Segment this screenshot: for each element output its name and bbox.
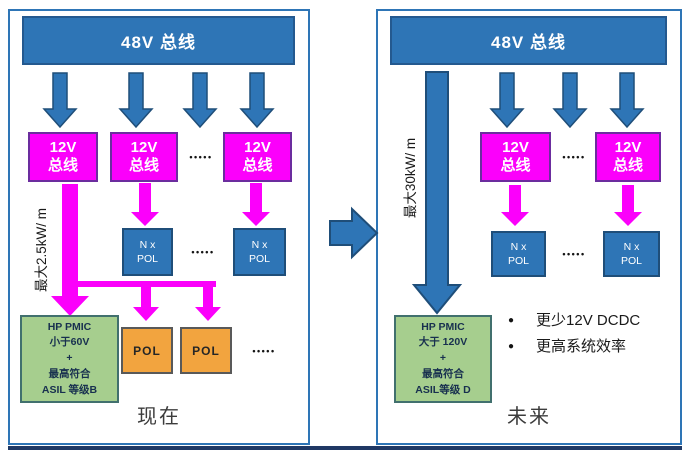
pmic-line: + <box>66 352 73 365</box>
pmic-line: 最高符合 <box>422 367 464 380</box>
ellipsis-dots: ••••• <box>562 249 586 259</box>
pmic-line: ASIL 等级B <box>41 383 98 396</box>
12v-label: 12V <box>614 139 642 156</box>
bus-label: 总线 <box>612 157 643 174</box>
left-48v-bus-label: 48V 总线 <box>121 33 196 52</box>
nxpol-line2: POL <box>507 255 529 267</box>
left-max-power-label: 最大2.5kW/ m <box>34 208 49 293</box>
pmic-line: ASIL等级 D <box>415 383 471 396</box>
pmic-line: HP PMIC <box>421 320 465 333</box>
pmic-line: HP PMIC <box>47 320 92 333</box>
pmic-line: 小于60V <box>49 336 90 349</box>
nxpol-line2: POL <box>136 253 158 265</box>
right-nxpol-box-2: N x POL <box>603 231 660 277</box>
magenta-branch-arrow-icon <box>133 281 159 321</box>
down-arrow-icon <box>42 72 78 129</box>
magenta-down-arrow-icon <box>131 183 159 226</box>
left-pol-box-1: POL <box>121 327 173 374</box>
pol-label: POL <box>192 343 220 358</box>
right-nxpol-box-1: N x POL <box>491 231 546 277</box>
down-arrow-icon <box>489 72 525 129</box>
left-12v-bus-box-2: 12V 总线 <box>110 132 178 182</box>
right-48v-bus-label: 48V 总线 <box>491 33 566 52</box>
benefit-item: ● 更少12V DCDC <box>508 312 683 330</box>
left-pol-box-2: POL <box>180 327 232 374</box>
down-arrow-icon <box>552 72 588 129</box>
blue-long-down-arrow-icon <box>411 71 463 315</box>
nxpol-line1: N x <box>251 238 268 251</box>
12v-label: 12V <box>502 139 529 156</box>
ellipsis-dots: ••••• <box>562 152 586 162</box>
left-nxpol-box-1: N x POL <box>122 228 173 276</box>
down-arrow-icon <box>118 72 154 129</box>
benefit-text: 更高系统效率 <box>536 338 627 355</box>
benefits-list: ● 更少12V DCDC ● 更高系统效率 <box>508 312 683 364</box>
nxpol-line1: N x <box>139 238 156 251</box>
nxpol-line2: POL <box>248 253 270 265</box>
down-arrow-icon <box>182 72 218 129</box>
left-12v-bus-box-3: 12V 总线 <box>223 132 292 182</box>
bottom-edge-strip <box>8 446 682 450</box>
magenta-thick-arrow-icon <box>51 184 89 316</box>
ellipsis-dots: ••••• <box>189 152 213 162</box>
down-arrow-icon <box>239 72 275 129</box>
pmic-line: + <box>439 352 447 365</box>
pmic-line: 大于 120V <box>418 336 468 349</box>
12v-label: 12V <box>130 139 158 156</box>
bullet-icon: ● <box>508 315 515 326</box>
right-hp-pmic-box: HP PMIC 大于 120V + 最高符合 ASIL等级 D <box>394 315 492 403</box>
bus-label: 总线 <box>500 157 531 174</box>
ellipsis-dots: ••••• <box>252 346 276 356</box>
right-48v-bus-box: 48V 总线 <box>390 16 667 65</box>
magenta-down-arrow-icon <box>242 183 270 226</box>
pol-label: POL <box>133 343 161 358</box>
right-12v-bus-box-1: 12V 总线 <box>480 132 551 182</box>
left-caption: 现在 <box>137 406 181 428</box>
12v-label: 12V <box>244 139 271 156</box>
magenta-branch-arrow-icon <box>195 281 221 321</box>
bullet-icon: ● <box>508 341 515 352</box>
bus-label: 总线 <box>128 157 159 174</box>
left-nxpol-box-2: N x POL <box>233 228 286 276</box>
nxpol-line2: POL <box>620 255 642 267</box>
nxpol-line1: N x <box>510 240 527 253</box>
left-48v-bus-box: 48V 总线 <box>22 16 295 65</box>
bus-label: 总线 <box>47 157 78 174</box>
pmic-line: 最高符合 <box>48 367 91 380</box>
benefit-item: ● 更高系统效率 <box>508 338 683 356</box>
transition-right-arrow-icon <box>329 206 379 260</box>
magenta-down-arrow-icon <box>501 185 529 226</box>
right-12v-bus-box-2: 12V 总线 <box>595 132 661 182</box>
left-12v-bus-box-1: 12V 总线 <box>28 132 98 182</box>
benefit-text: 更少12V DCDC <box>536 312 641 329</box>
bus-label: 总线 <box>242 157 273 174</box>
right-caption: 未来 <box>507 406 551 428</box>
left-hp-pmic-box: HP PMIC 小于60V + 最高符合 ASIL 等级B <box>20 315 119 403</box>
12v-label: 12V <box>49 139 77 156</box>
down-arrow-icon <box>609 72 645 129</box>
right-max-power-label: 最大30kW/ m <box>403 137 418 219</box>
magenta-down-arrow-icon <box>614 185 642 226</box>
ellipsis-dots: ••••• <box>191 247 215 257</box>
nxpol-line1: N x <box>623 240 640 253</box>
